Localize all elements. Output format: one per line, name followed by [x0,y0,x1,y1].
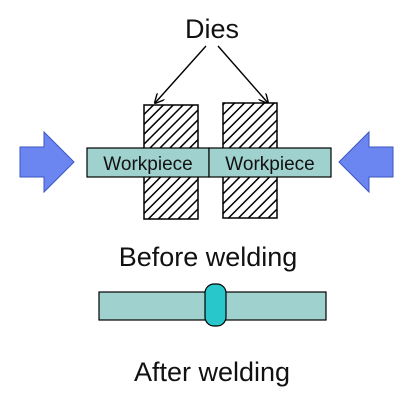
workpiece-right [208,147,332,178]
after-welding-label: After welding [134,357,290,387]
dies-pointer-right [217,45,268,103]
before-welding-label: Before welding [119,242,298,272]
dies-label: Dies [185,14,239,44]
force-arrow-left-icon [19,130,75,194]
workpiece-left-label: Workpiece [103,154,192,175]
force-arrow-right-icon [338,130,394,194]
workpiece-left [86,147,210,178]
workpiece-right-label: Workpiece [225,154,314,175]
dies-pointer-left [155,45,207,103]
weld-joint [204,283,227,327]
